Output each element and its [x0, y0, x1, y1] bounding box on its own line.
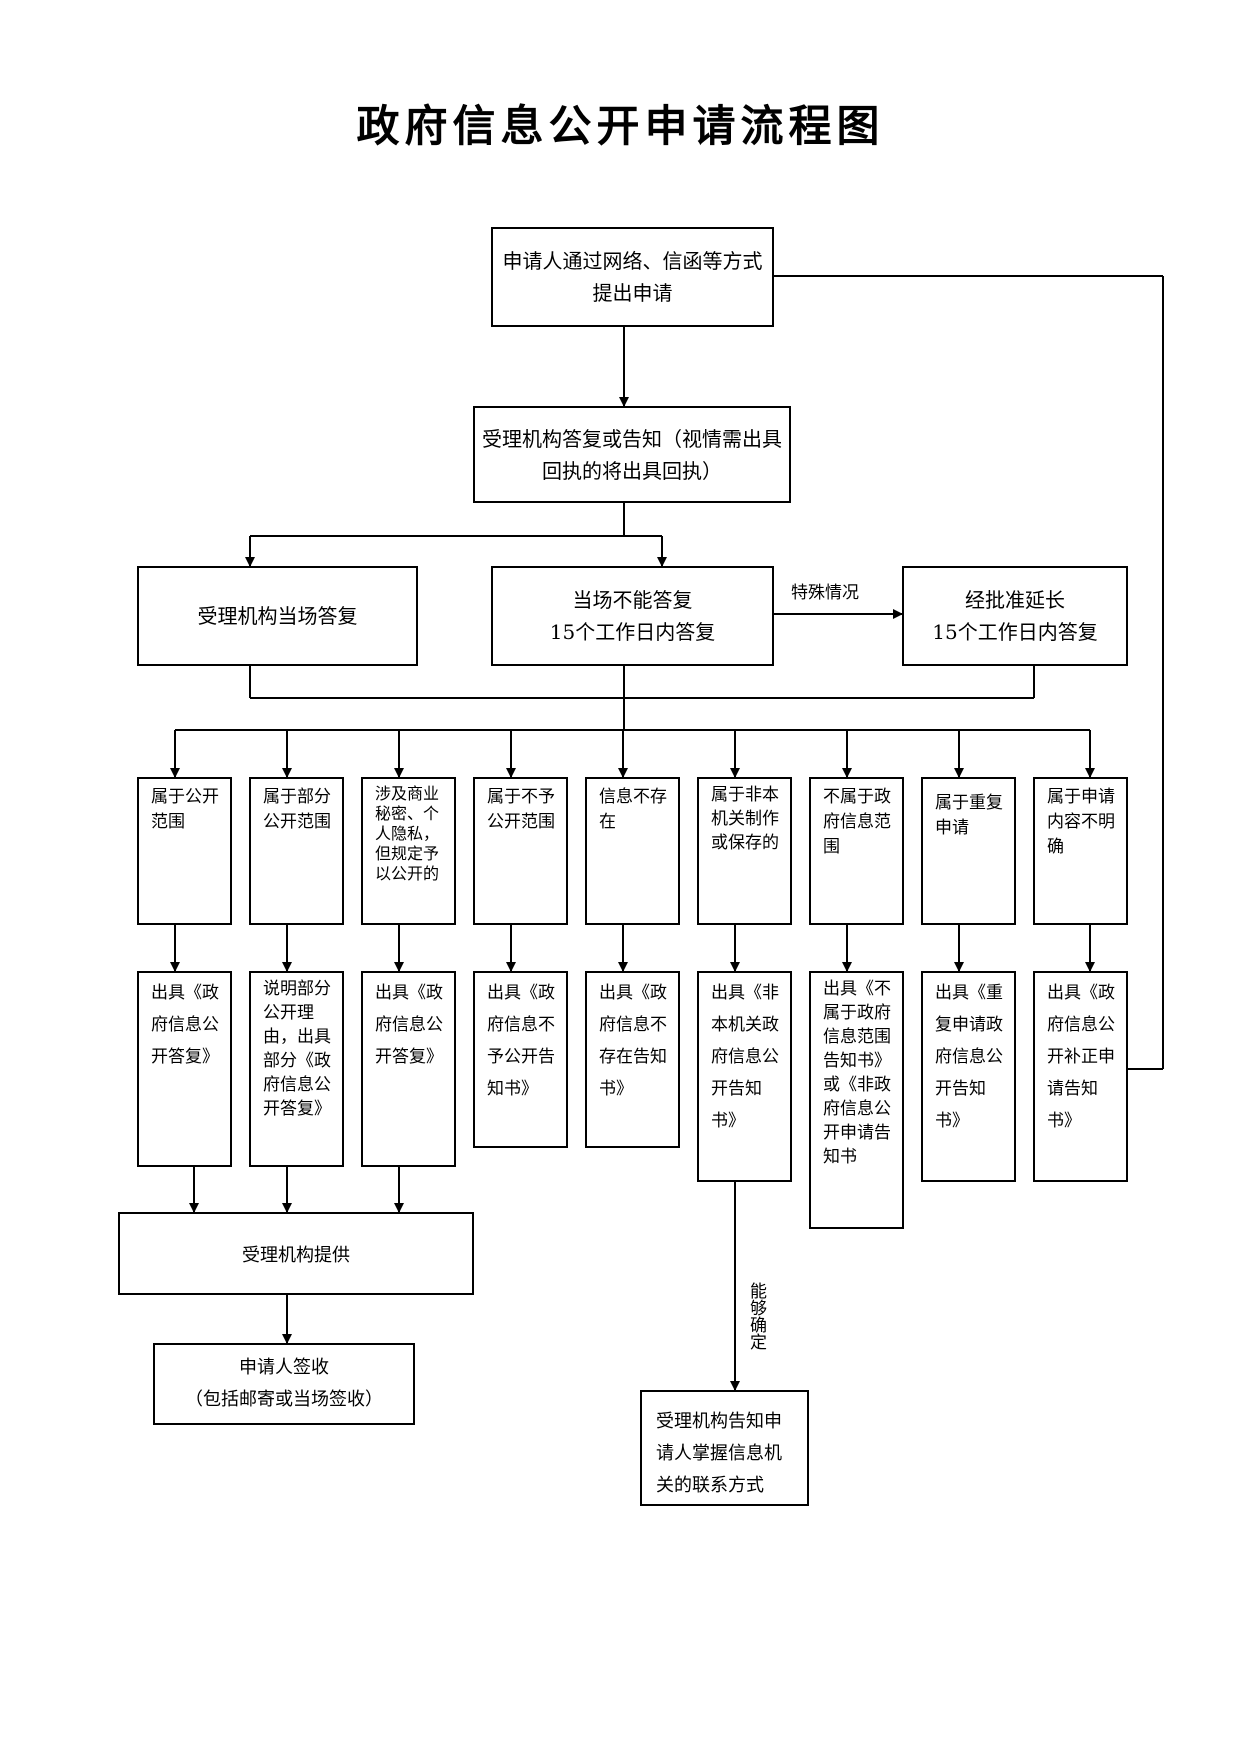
node-out-repeat: 出具《重复申请政府信息公开告知书》 [921, 971, 1016, 1182]
node-reply-15: 当场不能答复 15个工作日内答复 [491, 566, 774, 666]
node-out-partial: 说明部分公开理由，出具部分《政府信息公开答复》 [249, 971, 344, 1167]
label-can-determine: 能够确定 [746, 1282, 766, 1350]
node-out-not-gov: 出具《不属于政府信息范围告知书》或《非政府信息公开申请告知书 [809, 971, 904, 1229]
node-cat-secret: 涉及商业秘密、个人隐私，但规定予以公开的 [361, 777, 456, 925]
node-out-unclear: 出具《政府信息公开补正申请告知书》 [1033, 971, 1128, 1182]
diagram-title: 政府信息公开申请流程图 [356, 102, 885, 152]
node-accept: 受理机构答复或告知（视情需出具回执的将出具回执） [473, 406, 791, 503]
node-cat-public: 属于公开范围 [137, 777, 232, 925]
node-cat-partial: 属于部分公开范围 [249, 777, 344, 925]
label-special: 特殊情况 [791, 583, 859, 603]
node-reply-now: 受理机构当场答复 [137, 566, 418, 666]
node-inform-contact: 受理机构告知申请人掌握信息机关的联系方式 [640, 1390, 809, 1506]
node-out-other-org: 出具《非本机关政府信息公开告知书》 [697, 971, 792, 1182]
node-extend: 经批准延长 15个工作日内答复 [902, 566, 1128, 666]
node-cat-not-public: 属于不予公开范围 [473, 777, 568, 925]
node-out-not-public: 出具《政府信息不予公开告知书》 [473, 971, 568, 1148]
node-cat-other-org: 属于非本机关制作或保存的 [697, 777, 792, 925]
node-sign: 申请人签收 （包括邮寄或当场签收） [153, 1343, 415, 1425]
node-cat-repeat: 属于重复申请 [921, 777, 1016, 925]
node-cat-not-exist: 信息不存在 [585, 777, 680, 925]
node-out-public: 出具《政府信息公开答复》 [137, 971, 232, 1167]
node-cat-unclear: 属于申请内容不明确 [1033, 777, 1128, 925]
node-apply: 申请人通过网络、信函等方式提出申请 [491, 227, 774, 327]
node-out-secret: 出具《政府信息公开答复》 [361, 971, 456, 1167]
node-cat-not-gov: 不属于政府信息范围 [809, 777, 904, 925]
node-out-not-exist: 出具《政府信息不存在告知书》 [585, 971, 680, 1148]
node-provide: 受理机构提供 [118, 1212, 474, 1295]
